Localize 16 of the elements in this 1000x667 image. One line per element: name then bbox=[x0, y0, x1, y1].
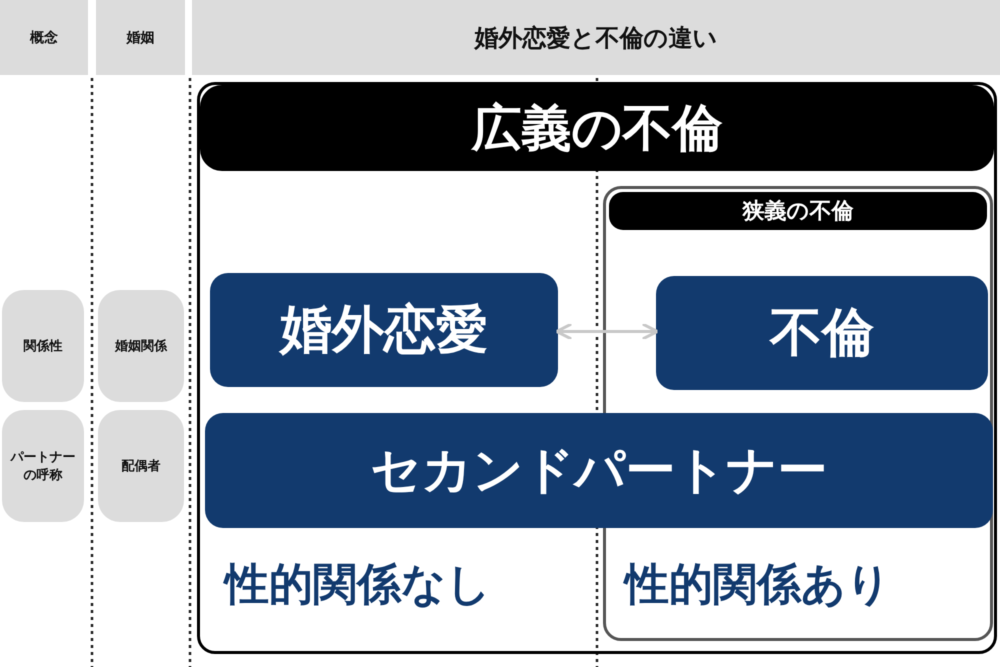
heading-band: 広義の不倫 bbox=[200, 85, 994, 171]
row-label: 婚姻関係 bbox=[98, 290, 184, 402]
header-cell: 婚姻 bbox=[96, 0, 185, 75]
heading-band: 狭義の不倫 bbox=[609, 192, 987, 230]
header-cell: 概念 bbox=[0, 0, 88, 75]
outer-frame bbox=[197, 82, 997, 654]
term-box: セカンドパートナー bbox=[205, 413, 993, 528]
row-label: 配偶者 bbox=[98, 410, 184, 522]
term-box: 不倫 bbox=[656, 276, 988, 390]
header-cell: 婚外恋愛と不倫の違い bbox=[192, 0, 1000, 75]
row-label: パートナーの呼称 bbox=[2, 410, 84, 522]
term-box: 婚外恋愛 bbox=[210, 273, 558, 387]
condition-label: 性的関係あり bbox=[625, 558, 891, 612]
double-arrow bbox=[555, 322, 659, 340]
row-label: 関係性 bbox=[2, 290, 84, 402]
condition-label: 性的関係なし bbox=[225, 558, 491, 612]
